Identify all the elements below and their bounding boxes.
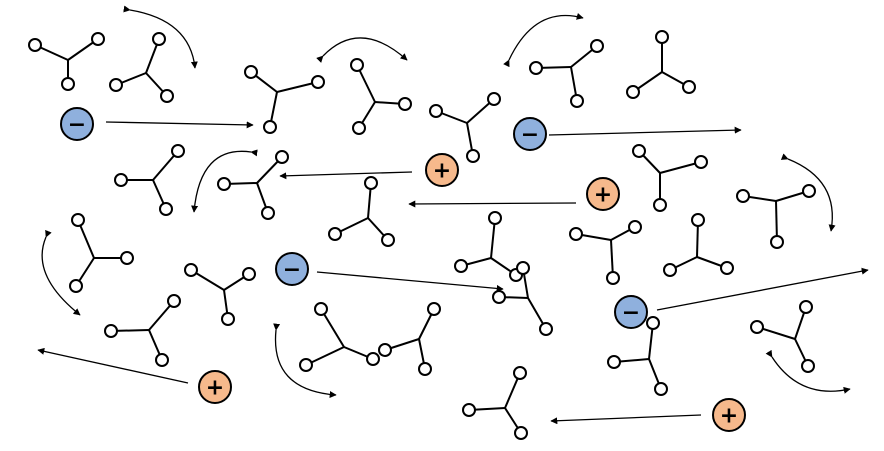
rotation-arrow-icon (503, 12, 584, 68)
drift-arrow-icon (656, 267, 869, 311)
negative-ion-icon: − (614, 295, 648, 329)
drift-arrow-icon (37, 347, 189, 384)
molecule-icon (299, 302, 380, 372)
positive-ion-icon: + (198, 370, 232, 404)
ion-charge-symbol: − (283, 258, 301, 283)
molecule-icon (462, 366, 528, 440)
rotation-arrow-icon (41, 229, 81, 316)
rotation-arrow-icon (191, 149, 258, 213)
molecule-icon (114, 144, 185, 216)
molecule-icon (492, 261, 553, 336)
molecule-icon (429, 92, 501, 163)
rotation-arrow-icon (765, 349, 851, 394)
molecule-icon (607, 316, 668, 396)
molecule-icon (69, 213, 134, 293)
molecule-icon (569, 220, 642, 285)
positive-ion-icon: + (586, 177, 620, 211)
drift-arrow-icon (408, 200, 577, 208)
negative-ion-icon: − (60, 107, 94, 141)
molecule-layer (28, 30, 816, 440)
molecule-icon (350, 58, 412, 135)
molecule-icon (529, 39, 604, 108)
molecule-icon (626, 30, 696, 99)
molecule-icon (632, 144, 708, 212)
negative-ion-icon: − (513, 117, 547, 151)
molecule-icon (750, 300, 815, 373)
molecule-icon (104, 294, 181, 367)
drift-arrow-icon (316, 271, 504, 292)
rotation-arrow-icon (273, 323, 337, 399)
ion-charge-symbol: − (622, 301, 640, 326)
molecule-icon (328, 176, 395, 247)
drift-arrow-icon (548, 126, 742, 136)
ion-charge-symbol: − (68, 113, 86, 138)
rotation-arrow-icon (780, 153, 836, 232)
drift-arrow-icon (105, 121, 254, 129)
molecule-icon (109, 32, 174, 103)
positive-ion-icon: + (425, 153, 459, 187)
ion-charge-symbol: + (594, 183, 612, 208)
drift-arrow-icon (279, 171, 413, 180)
molecule-icon (736, 184, 816, 249)
molecule-icon (663, 213, 734, 277)
rotation-arrow-icon (316, 37, 408, 63)
ion-layer: − − − − + + + + (60, 107, 746, 432)
molecule-icon (454, 211, 523, 282)
negative-ion-icon: − (275, 252, 309, 286)
molecule-icon (28, 32, 105, 91)
molecule-icon (217, 150, 289, 220)
drift-arrow-icon (550, 414, 702, 425)
ion-charge-symbol: + (206, 376, 224, 401)
arrow-layer (37, 5, 869, 425)
molecule-icon (184, 263, 256, 326)
ion-charge-symbol: − (521, 123, 539, 148)
ion-charge-symbol: + (720, 404, 738, 429)
positive-ion-icon: + (712, 398, 746, 432)
molecule-icon (378, 302, 441, 376)
ion-charge-symbol: + (433, 159, 451, 184)
molecule-icon (244, 65, 325, 134)
rotation-arrow-icon (123, 5, 198, 69)
